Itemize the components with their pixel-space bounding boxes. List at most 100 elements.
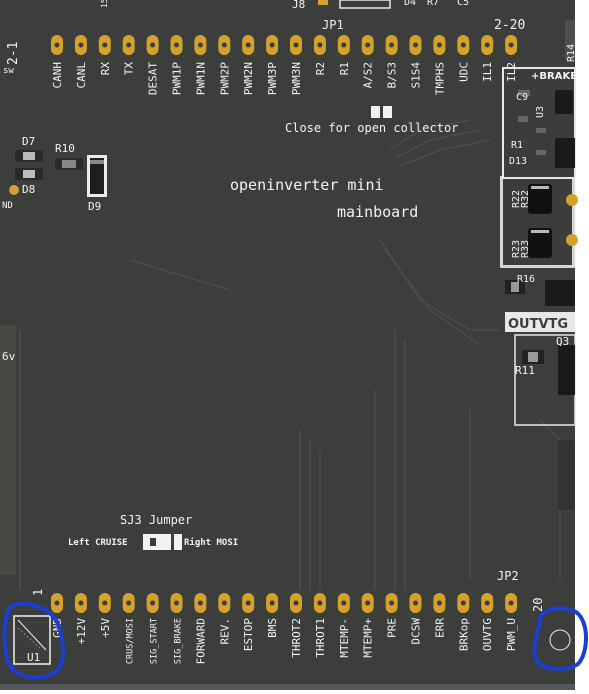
top-header-pin-label: B/S3 [386, 62, 399, 89]
bottom-header-pad-hole [102, 600, 108, 606]
ref-r32: R32 [520, 190, 531, 208]
ref-d13: D13 [509, 156, 527, 167]
bottom-header-pad-hole [413, 600, 418, 606]
top-header-pad-hole [317, 42, 323, 48]
top-header-pin-label: PWM3P [266, 62, 279, 95]
bottom-header-pad-hole [460, 600, 466, 606]
bottom-header-pad-hole [245, 600, 251, 606]
ref-r23: R23 [511, 240, 522, 258]
top-header-pad-hole [484, 42, 490, 48]
top-header-pin-label: S1S4 [410, 62, 423, 89]
sj3-left-label: Left CRUISE [68, 538, 128, 548]
top-header-pin-label: CANL [75, 62, 88, 89]
top-header-pad-hole [413, 42, 418, 48]
open-collector-note: Close for open collector [285, 121, 458, 135]
top-header-pin-label: PWM2N [242, 62, 255, 95]
top-header-pad-hole [245, 42, 251, 48]
bottom-header-pad-hole [484, 600, 490, 606]
top-header-pad-hole [221, 42, 227, 48]
sj3-right-label: Right MOSI [184, 537, 238, 548]
bottom-header-pin-label: DCSW [410, 618, 423, 645]
top-side-label: 2-1 [6, 42, 21, 65]
top-header-pin-label: PWM1N [194, 62, 207, 95]
ref-u3: U3 [535, 106, 546, 118]
bottom-header-pad-hole [365, 600, 371, 606]
bottom-header-pin-label: MTEMP+ [362, 618, 375, 658]
top-header-pad-hole [126, 42, 132, 48]
bottom-header-pad-hole [389, 600, 395, 606]
bottom-header-pin-label: SIG_BRAKE [174, 618, 184, 664]
board-title-line2: mainboard [337, 203, 418, 221]
top-header-pin-label: TMPHS [433, 62, 446, 95]
ref-r16: R16 [517, 274, 535, 285]
top-header-pin-label: PWM2P [218, 62, 231, 95]
top-header-pin-label: CANH [51, 62, 64, 89]
bottom-header-pad-hole [508, 600, 514, 606]
ref-q3: Q3 [556, 335, 569, 348]
top-header-pad-hole [54, 42, 60, 48]
ref-r11: R11 [515, 364, 535, 377]
top-header-pin-label: A/S2 [362, 62, 375, 89]
bottom-header-pad-hole [317, 600, 323, 606]
ref-d7: D7 [22, 135, 35, 148]
ref-sw-left: sw [3, 66, 14, 76]
ref-6v-left: 6v [2, 350, 16, 363]
bottom-header-pin-label: MTEMP- [338, 618, 351, 658]
ref-gnd-left: ND [2, 201, 13, 211]
top-header-pin-label: PWM3N [290, 62, 303, 95]
top-header-pin-label: R1 [338, 62, 351, 75]
ref-r7: R7 [427, 0, 439, 8]
bottom-header-pad-hole [269, 600, 275, 606]
top-header-pin-label: R2 [314, 62, 327, 75]
annotation-circle-right [532, 606, 588, 671]
top-header-pad-hole [341, 42, 347, 48]
bottom-header-pin-label: THROT2 [290, 618, 303, 658]
top-header-pad-hole [102, 42, 108, 48]
pcb-traces [19, 119, 561, 590]
bottom-header-pin-label: +5V [99, 618, 112, 638]
ref-brake: +BRAKE [531, 71, 577, 82]
top-header-pad-hole [365, 42, 371, 48]
bottom-header-pin-label: REV. [218, 618, 231, 645]
bottom-pin1-label: 1 [31, 589, 45, 596]
ref-15: 15 [100, 0, 109, 8]
top-header-pin-label: UDC [457, 62, 470, 82]
bottom-header-pin-label: SIG_START [150, 618, 160, 664]
board-title-line1: openinverter mini [230, 176, 384, 194]
top-header-pad-hole [389, 42, 395, 48]
bottom-header-pin-label: ESTOP [242, 618, 255, 651]
bottom-header-pin-label: PRE [386, 618, 399, 638]
top-range-label: 2-20 [494, 18, 525, 33]
bottom-header-pad-hole [221, 600, 227, 606]
bottom-header-pin-label: THROT1 [314, 618, 327, 658]
top-header-pin-label: IL1 [481, 62, 494, 82]
top-header-pad-hole [460, 42, 466, 48]
bottom-header-pad-hole [126, 600, 132, 606]
top-header-pin-label: TX [123, 62, 136, 76]
bottom-header-pin-label: BMS [266, 618, 279, 638]
ref-r10: R10 [55, 142, 75, 155]
bottom-header-pad-hole [293, 600, 299, 606]
bottom-header-pad-hole [174, 600, 179, 606]
ref-r22: R22 [511, 190, 522, 208]
bottom-header-pin-label: +12V [75, 618, 88, 645]
bottom-header-pin-label: OUVTG [481, 618, 494, 651]
ref-j8: J8 [292, 0, 305, 11]
bottom-header-pin-label: BRKop [457, 618, 470, 651]
u1-label: U1 [27, 651, 40, 664]
top-header-pad-hole [293, 42, 299, 48]
bottom-header-pin-label: CRUS/MOSI [126, 618, 136, 664]
top-header-pad-hole [150, 42, 156, 48]
annotation-circle-u1 [2, 602, 65, 680]
bottom-header-pads [51, 593, 518, 613]
bottom-header-pin-label: FORWARD [194, 618, 207, 664]
bottom-header-pad-hole [150, 600, 156, 606]
top-header-pad-hole [508, 42, 514, 48]
bottom-header-pad-hole [78, 600, 84, 606]
bottom-header-pin-label: ERR [433, 618, 446, 638]
bottom-pin20-label: 20 [531, 598, 545, 612]
jp2-label: JP2 [497, 569, 519, 583]
